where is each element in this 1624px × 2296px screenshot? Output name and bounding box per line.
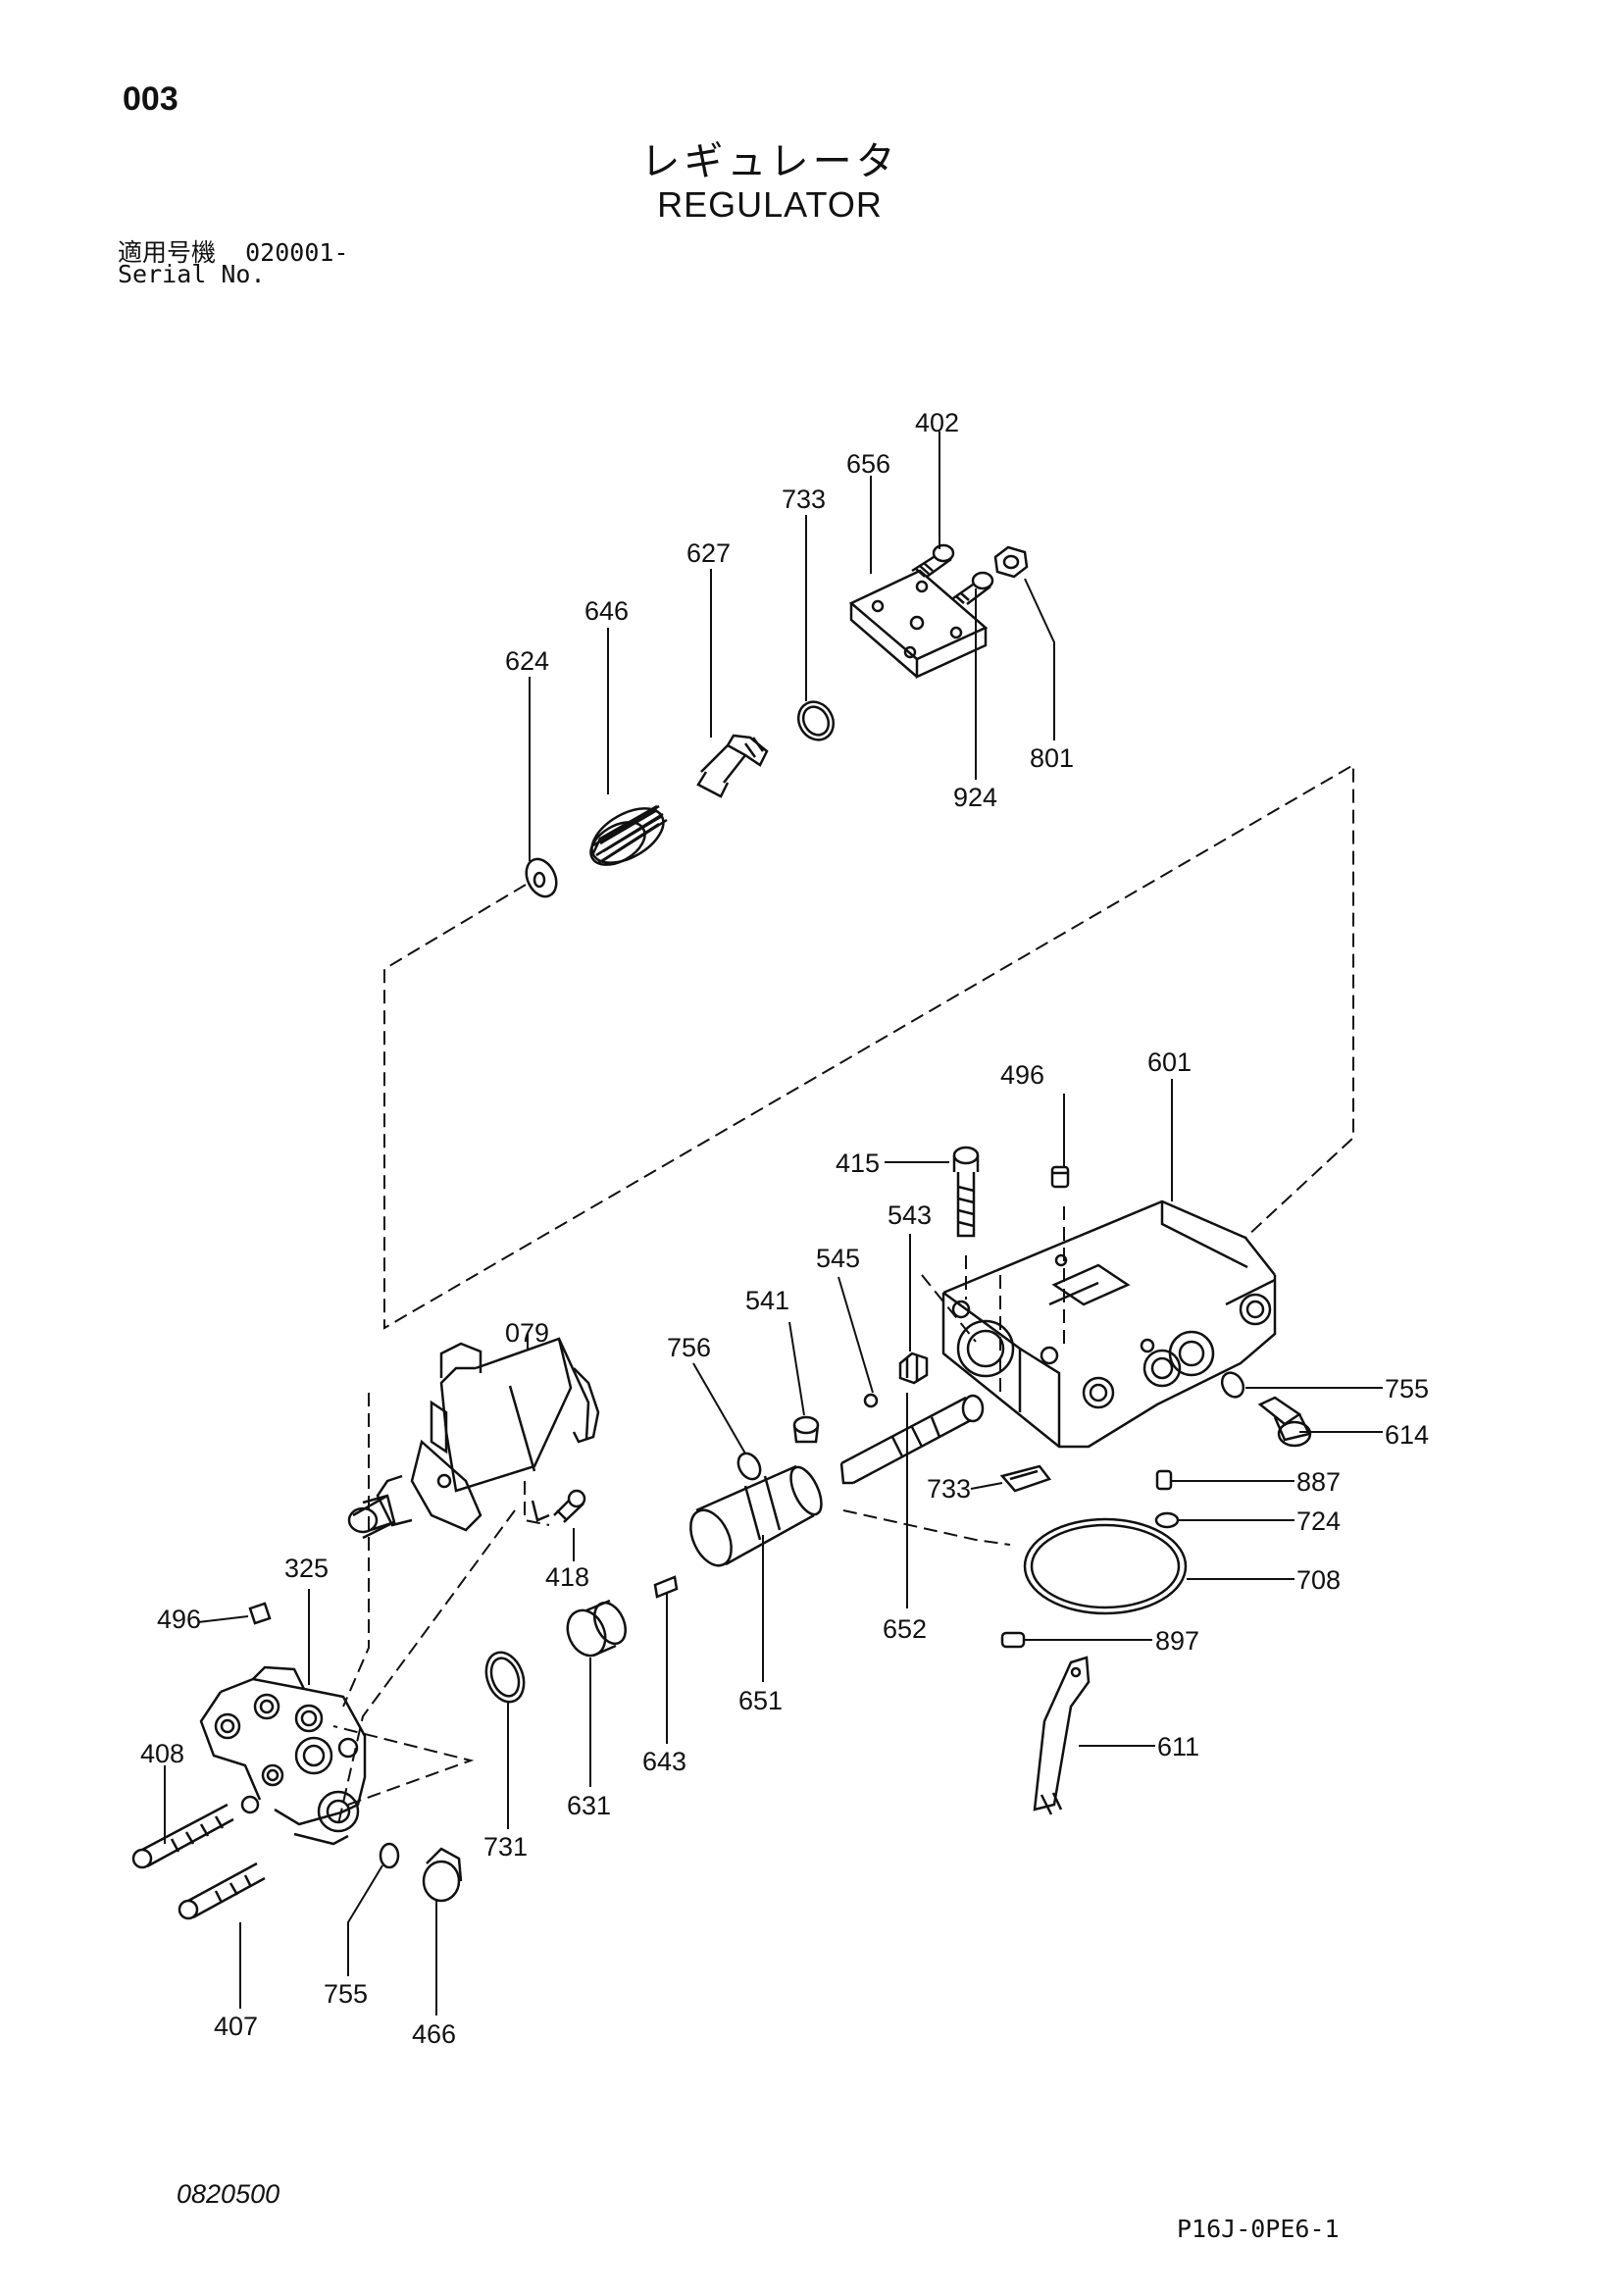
callout-466: 466 (412, 2019, 456, 2049)
plug-466 (422, 1847, 463, 1903)
o-ring-756 (736, 1452, 762, 1481)
document-number: 0820500 (177, 2179, 280, 2209)
callout-656: 656 (846, 449, 890, 479)
callout-731: 731 (483, 1832, 528, 1862)
callout-408: 408 (140, 1739, 184, 1768)
set-screw-496-top (1050, 1165, 1070, 1189)
callout-897: 897 (1155, 1626, 1199, 1656)
callout-708: 708 (1296, 1565, 1341, 1595)
ball-545 (863, 1393, 879, 1408)
valve-body-325 (199, 1665, 367, 1846)
bolt-924 (952, 571, 994, 605)
spool-652 (839, 1394, 985, 1485)
callout-496-top: 496 (1000, 1060, 1044, 1090)
callout-407: 407 (214, 2012, 258, 2041)
callout-545: 545 (816, 1244, 860, 1273)
sleeve-651 (689, 1464, 823, 1567)
serial-value: 020001- (245, 238, 349, 267)
callout-601: 601 (1147, 1047, 1192, 1077)
callout-631: 631 (567, 1791, 611, 1820)
o-ring-708 (1023, 1517, 1188, 1615)
callout-887: 887 (1296, 1467, 1341, 1497)
callout-643: 643 (642, 1747, 686, 1776)
plug-541 (792, 1415, 820, 1444)
nut-801 (993, 545, 1029, 579)
callout-611: 611 (1157, 1732, 1199, 1761)
bushing-631 (566, 1599, 627, 1658)
lever-611 (1033, 1656, 1091, 1815)
callout-801: 801 (1030, 743, 1074, 773)
o-ring-731 (484, 1651, 526, 1704)
callout-402: 402 (915, 408, 959, 437)
o-ring-724 (1154, 1511, 1180, 1529)
page-number: 003 (123, 80, 178, 118)
spool-627 (696, 734, 769, 798)
cover-plate-656 (848, 569, 989, 679)
callout-724: 724 (1296, 1506, 1341, 1536)
sheet-id: P16J-0PE6-1 (1177, 2215, 1340, 2243)
callout-924: 924 (953, 783, 997, 812)
pin-643 (653, 1575, 679, 1599)
callout-624: 624 (505, 646, 549, 676)
callout-541: 541 (745, 1286, 789, 1315)
callout-415: 415 (836, 1148, 880, 1178)
bolt-418 (531, 1489, 586, 1523)
washer-624 (525, 857, 558, 898)
gasket-733-right (999, 1464, 1052, 1493)
serial-line-japanese: 適用号機 020001- (118, 233, 348, 269)
callout-756: 756 (667, 1333, 711, 1362)
callout-733-right: 733 (927, 1474, 971, 1504)
bolt-408 (131, 1803, 234, 1869)
callout-652: 652 (883, 1614, 927, 1644)
callout-755-left: 755 (324, 1979, 368, 2009)
housing-601 (941, 1199, 1277, 1449)
set-screw-496-left (248, 1602, 272, 1625)
callout-325: 325 (284, 1554, 329, 1583)
bolt-407 (178, 1862, 266, 1920)
callout-646: 646 (584, 596, 629, 626)
bolt-402 (911, 543, 955, 579)
o-ring-755-right (1220, 1371, 1245, 1399)
callout-627: 627 (686, 538, 731, 568)
assembly-guide-lines (332, 763, 1354, 1825)
title-english: REGULATOR (657, 184, 883, 225)
serial-label-jp: 適用号機 (118, 238, 217, 267)
spring-646 (589, 804, 668, 866)
o-ring-733-top (796, 700, 836, 741)
callout-543: 543 (888, 1200, 932, 1230)
callout-614: 614 (1385, 1420, 1429, 1450)
callout-496-left: 496 (157, 1605, 201, 1634)
callout-418: 418 (545, 1562, 589, 1592)
callout-651: 651 (738, 1686, 783, 1715)
callout-733-top: 733 (782, 485, 826, 514)
callout-079: 079 (505, 1318, 549, 1348)
solenoid-079 (347, 1337, 600, 1540)
pin-897 (1000, 1631, 1026, 1649)
plug-614 (1257, 1396, 1312, 1448)
title-japanese: レギュレータ (640, 140, 899, 183)
pin-887 (1155, 1469, 1173, 1491)
serial-label-english: Serial No. (118, 260, 266, 288)
bolt-415 (952, 1146, 980, 1238)
leader-lines (164, 432, 1383, 2015)
callout-755-right: 755 (1385, 1374, 1429, 1403)
orifice-543 (898, 1352, 929, 1385)
callout-labels: 402 656 733 627 646 624 924 801 496 601 … (140, 408, 1429, 2049)
o-ring-755-left (379, 1842, 400, 1869)
